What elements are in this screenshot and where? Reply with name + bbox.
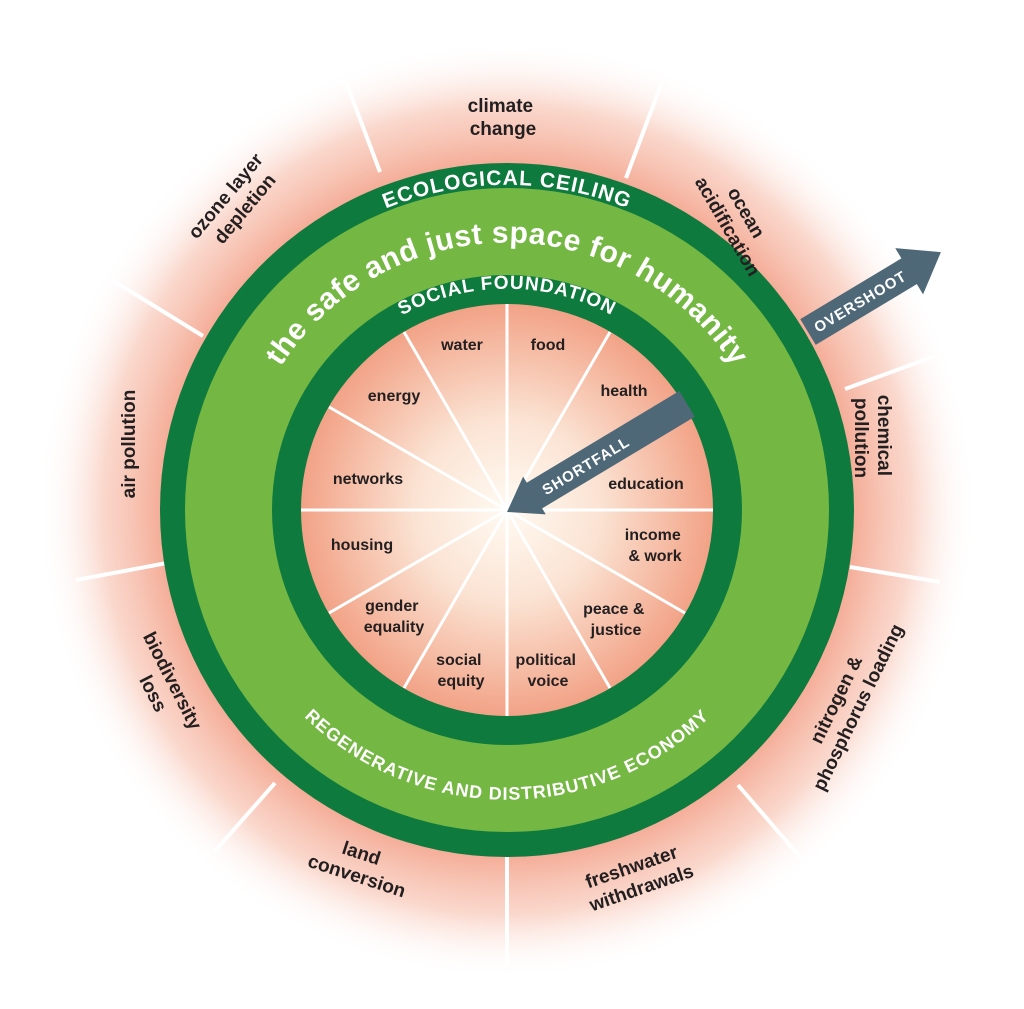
outer-dividers (75, 81, 941, 965)
label-political-voice: political voice (516, 652, 581, 690)
label-social-equity: social equity (436, 652, 486, 690)
label-education: education (608, 476, 684, 493)
label-networks: networks (333, 471, 403, 488)
label-housing: housing (331, 537, 393, 554)
label-health: health (600, 383, 647, 400)
label-air-pollution: air pollution (119, 390, 140, 499)
label-food: food (531, 337, 566, 354)
label-water: water (440, 337, 483, 354)
label-gender-equality: gender equality (364, 598, 425, 636)
label-energy: energy (368, 388, 421, 405)
label-peace-justice: peace & justice (583, 601, 649, 639)
label-income-work: income & work (625, 527, 685, 565)
label-climate-change: climate change (468, 96, 539, 140)
label-chemical-pollution: chemical pollution (850, 395, 894, 482)
